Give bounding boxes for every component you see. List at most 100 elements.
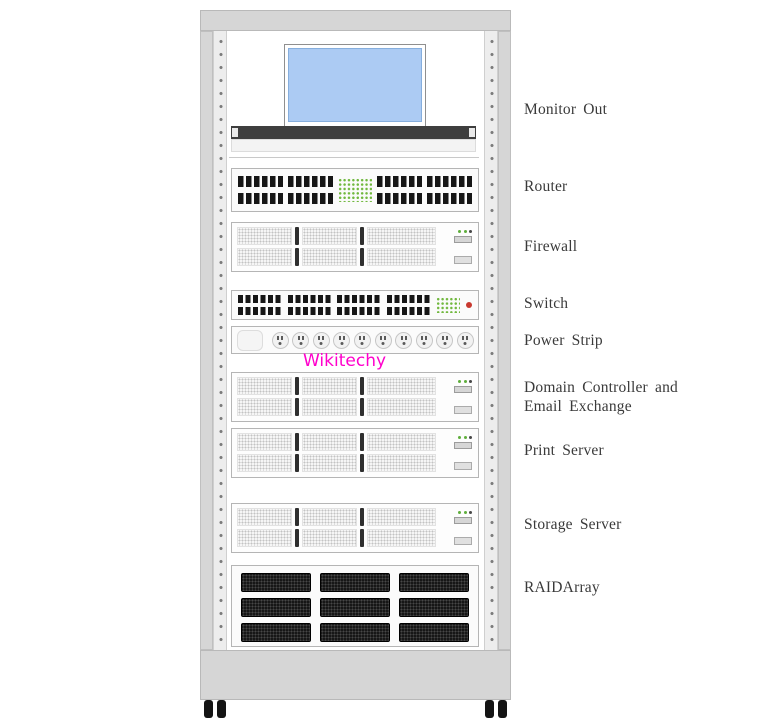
- handle-bar: [360, 508, 365, 526]
- monitor-tray: [231, 139, 476, 152]
- vent-panel: [237, 529, 293, 547]
- rack-top-frame: [200, 10, 511, 31]
- handle-bar: [360, 398, 365, 416]
- server-status-cluster: [442, 436, 472, 449]
- storage-server-device: [231, 503, 479, 553]
- print-server-device: [231, 428, 479, 478]
- server-display: [454, 386, 472, 393]
- power-outlet: [271, 331, 289, 349]
- handle-bar: [295, 454, 300, 472]
- handle-bar: [295, 248, 300, 266]
- monitor-screen: [288, 48, 422, 122]
- vent-panel: [237, 398, 293, 416]
- server-status-cluster: [442, 511, 472, 524]
- power-outlet: [456, 331, 474, 349]
- status-led: [463, 380, 467, 383]
- vent-panel: [302, 433, 358, 451]
- status-red-led: [465, 302, 472, 308]
- vent-panel: [302, 248, 358, 266]
- router-device: [231, 168, 479, 212]
- status-led: [469, 511, 472, 514]
- status-led: [463, 511, 467, 514]
- label-router: Router: [524, 178, 568, 195]
- rack-base-panel: [200, 650, 511, 700]
- drive-tray: [399, 598, 469, 617]
- server-lower-display: [454, 462, 472, 470]
- handle-bar: [295, 377, 300, 395]
- vent-panel: [302, 508, 358, 526]
- power-switch: [237, 329, 263, 351]
- power-outlet: [374, 331, 392, 349]
- vent-panel: [237, 454, 293, 472]
- label-storage-server: Storage Server: [524, 516, 622, 533]
- server-display: [454, 236, 472, 243]
- shelf-divider: [229, 157, 479, 158]
- power-outlet: [436, 331, 454, 349]
- rj45-port-group: [238, 295, 282, 315]
- vent-panel: [237, 508, 293, 526]
- label-raid-array: RAIDArray: [524, 579, 600, 596]
- status-led: [463, 436, 467, 439]
- label-domain-controller: Domain Controller and Email Exchange: [524, 379, 678, 415]
- vent-panel: [237, 227, 293, 245]
- rack-left-rail: [213, 31, 227, 650]
- server-display: [454, 442, 472, 449]
- vent-panel: [302, 398, 358, 416]
- drive-tray: [241, 598, 311, 617]
- vent-panel: [302, 454, 358, 472]
- rj45-port-group: [337, 295, 382, 315]
- status-led: [469, 380, 472, 383]
- label-power-strip: Power Strip: [524, 332, 603, 349]
- server-display: [454, 517, 472, 524]
- power-outlet: [333, 331, 351, 349]
- drive-tray: [320, 598, 390, 617]
- status-led: [469, 230, 472, 233]
- label-print-server: Print Server: [524, 442, 604, 459]
- vent-panel: [237, 248, 293, 266]
- domain-controller-device: [231, 372, 479, 422]
- label-switch: Switch: [524, 295, 569, 312]
- handle-bar: [360, 529, 365, 547]
- rack-left-post: [200, 31, 213, 650]
- raid-array-device: [231, 565, 479, 647]
- firewall-device: [231, 222, 479, 272]
- drive-tray: [320, 623, 390, 642]
- label-firewall: Firewall: [524, 238, 578, 255]
- vent-panel: [367, 529, 436, 547]
- drive-tray: [399, 573, 469, 592]
- vent-panel: [367, 508, 436, 526]
- switch-device: [231, 290, 479, 320]
- power-outlet: [312, 331, 330, 349]
- handle-bar: [295, 398, 300, 416]
- handle-bar: [360, 454, 365, 472]
- server-rack: [200, 10, 511, 720]
- status-led: [458, 436, 461, 439]
- vent-panel: [367, 377, 436, 395]
- led-grid: [338, 178, 372, 202]
- handle-bar: [360, 377, 365, 395]
- power-outlet: [395, 331, 413, 349]
- server-lower-display: [454, 537, 472, 545]
- server-lower-display: [454, 406, 472, 414]
- vent-panel: [302, 529, 358, 547]
- drive-tray: [241, 623, 311, 642]
- watermark-wikitechy: Wikitechy: [303, 351, 387, 371]
- drive-tray: [399, 623, 469, 642]
- power-outlet: [353, 331, 371, 349]
- server-lower-display: [454, 256, 472, 264]
- led-grid: [436, 297, 461, 313]
- handle-bar: [295, 529, 300, 547]
- server-status-cluster: [442, 380, 472, 393]
- status-led: [463, 230, 467, 233]
- power-outlet: [415, 331, 433, 349]
- rack-caster-left: [204, 700, 226, 718]
- rack-right-rail: [484, 31, 498, 650]
- power-strip-device: [231, 326, 479, 354]
- vent-panel: [302, 377, 358, 395]
- power-outlet: [292, 331, 310, 349]
- rack-caster-right: [485, 700, 507, 718]
- vent-panel: [367, 248, 436, 266]
- rj45-port-group: [288, 176, 333, 204]
- status-led: [469, 436, 472, 439]
